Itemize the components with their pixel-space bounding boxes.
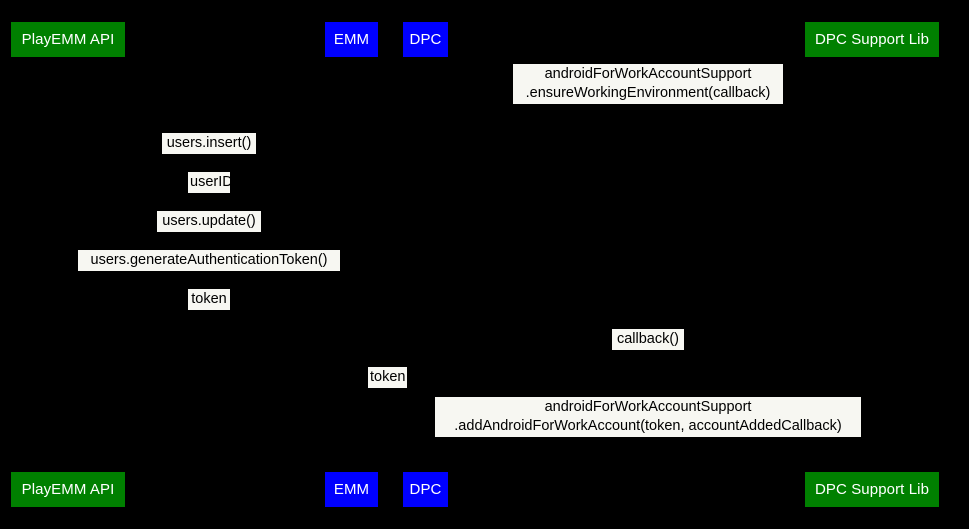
message-label-userid: userID	[188, 172, 233, 193]
message-label-token-to-dpc: token	[368, 367, 407, 388]
participant-label: EMM	[333, 481, 370, 498]
participant-label: PlayEMM API	[21, 481, 115, 498]
message-label-token-to-emm: token	[188, 289, 230, 310]
message-label-users-insert: users.insert()	[162, 133, 256, 154]
participant-dpc-bottom[interactable]: DPC	[403, 472, 448, 507]
lifeline-playemm-api	[67, 57, 68, 472]
message-label-ensure-working-environment: androidForWorkAccountSupport .ensureWork…	[513, 64, 783, 104]
participant-label: DPC	[409, 31, 442, 48]
participant-label: PlayEMM API	[21, 31, 115, 48]
message-line-token-to-dpc	[350, 388, 425, 389]
message-line-users-update	[67, 232, 350, 233]
message-label-callback: callback()	[612, 329, 684, 350]
participant-emm-bottom[interactable]: EMM	[325, 472, 378, 507]
participant-label: DPC Support Lib	[814, 31, 930, 48]
participant-label: DPC Support Lib	[814, 481, 930, 498]
message-line-token-to-emm	[67, 310, 350, 311]
message-line-generate-authentication-token	[67, 271, 350, 272]
participant-label: DPC	[409, 481, 442, 498]
message-line-users-insert	[67, 154, 350, 155]
message-label-users-update: users.update()	[157, 211, 261, 232]
participant-dpc-support-lib-top[interactable]: DPC Support Lib	[805, 22, 939, 57]
message-label-generate-authentication-token: users.generateAuthenticationToken()	[78, 250, 340, 271]
lifeline-emm	[350, 57, 351, 472]
message-line-add-android-for-work-account	[425, 437, 871, 438]
participant-playemm-api-bottom[interactable]: PlayEMM API	[11, 472, 125, 507]
participant-emm-top[interactable]: EMM	[325, 22, 378, 57]
message-line-userid	[67, 193, 350, 194]
message-line-callback	[425, 350, 871, 351]
lifeline-dpc-support-lib	[871, 57, 872, 472]
message-label-add-android-for-work-account: androidForWorkAccountSupport .addAndroid…	[435, 397, 861, 437]
lifeline-dpc	[425, 57, 426, 472]
message-line-ensure-working-environment	[425, 104, 871, 105]
participant-playemm-api-top[interactable]: PlayEMM API	[11, 22, 125, 57]
participant-label: EMM	[333, 31, 370, 48]
participant-dpc-support-lib-bottom[interactable]: DPC Support Lib	[805, 472, 939, 507]
participant-dpc-top[interactable]: DPC	[403, 22, 448, 57]
